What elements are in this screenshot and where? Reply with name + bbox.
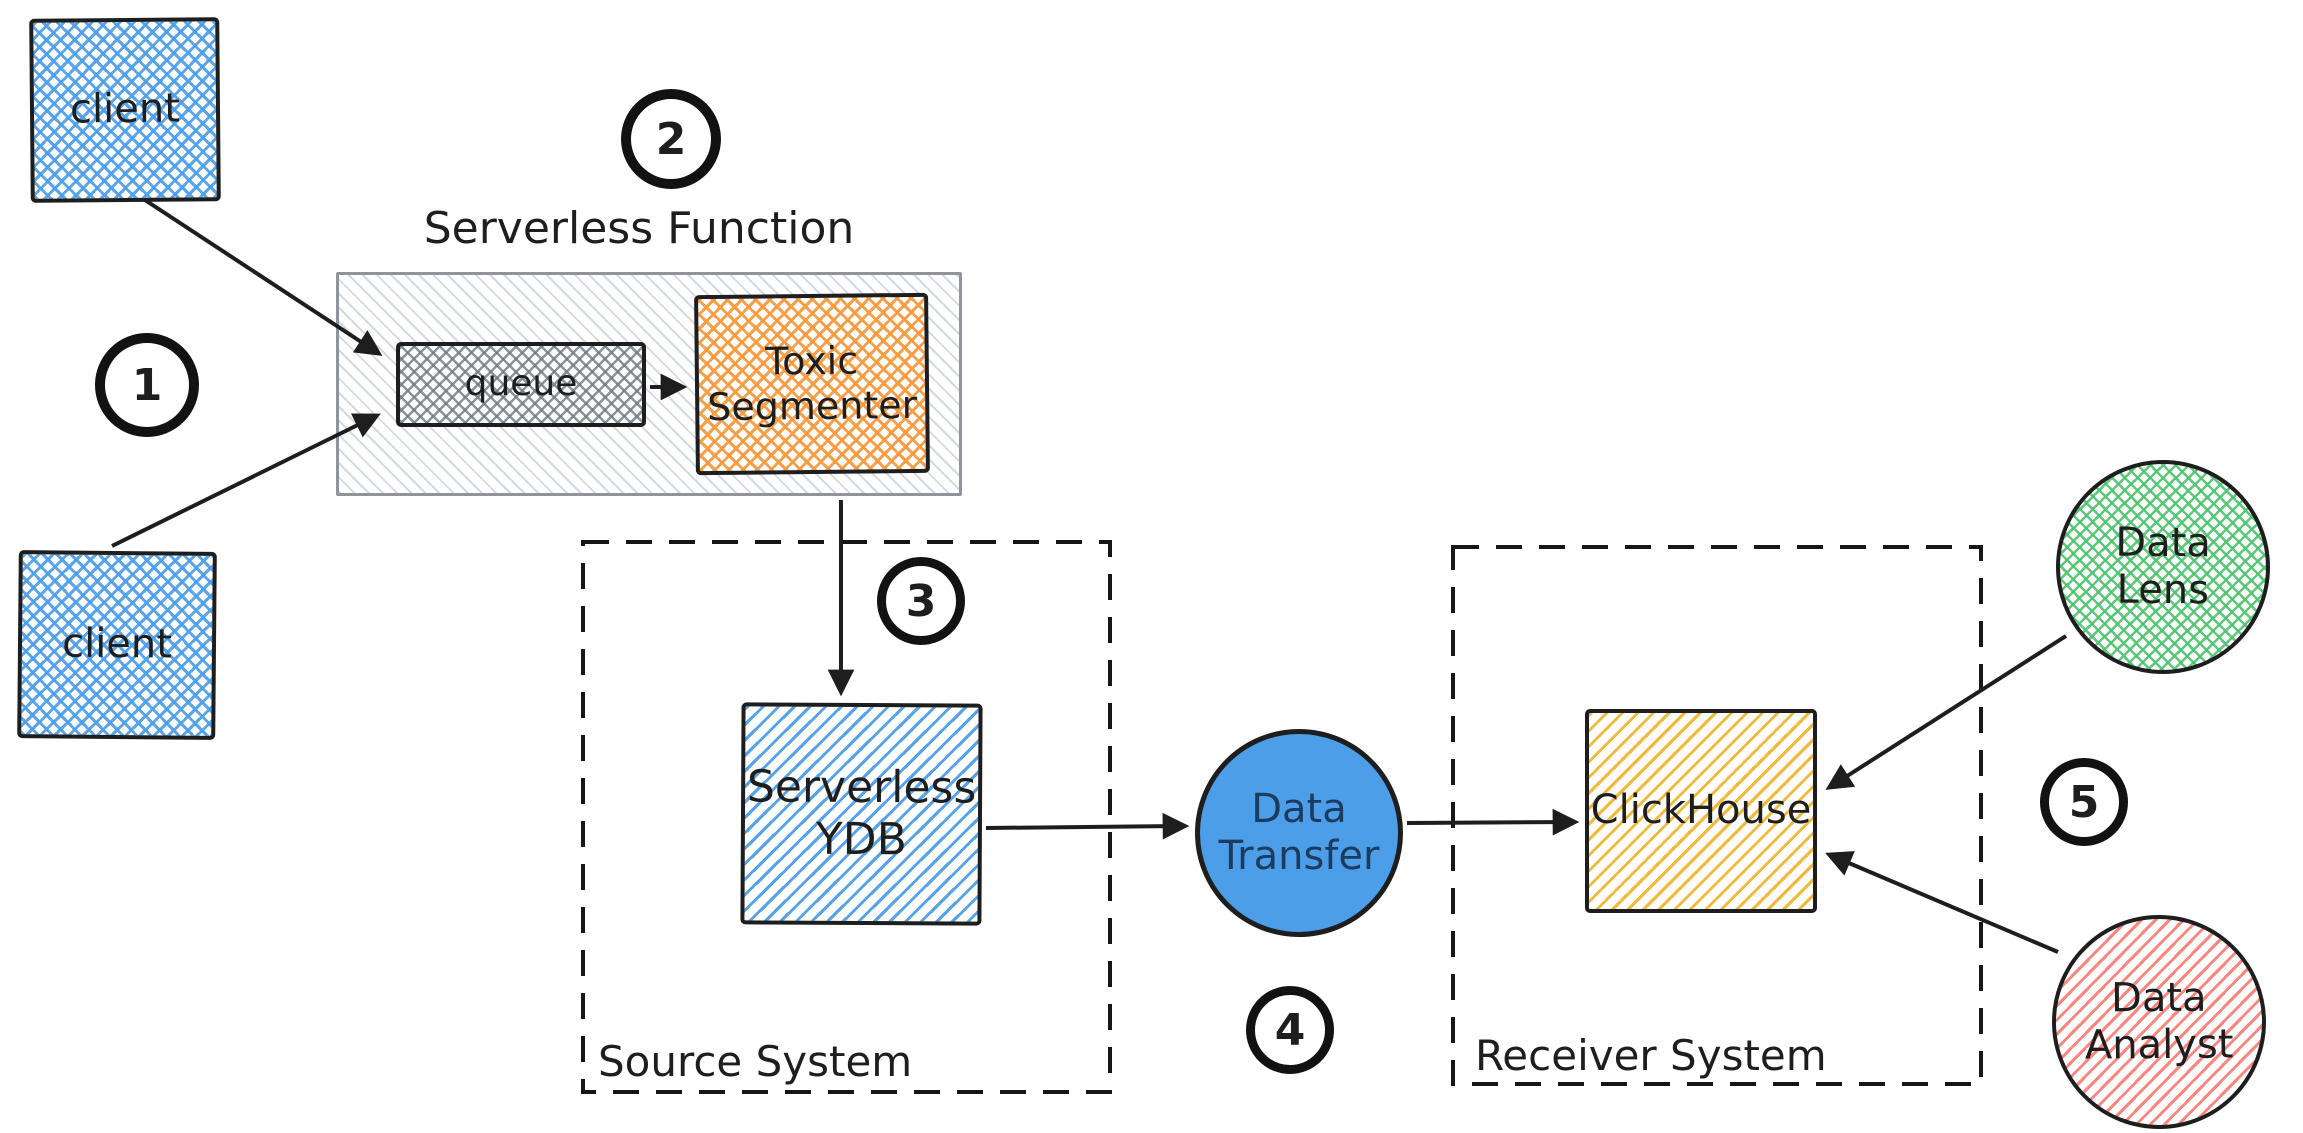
step-badge-3-number: 3 [905,575,937,627]
step-badge-2-number: 2 [655,113,687,165]
client-node-top: client [29,17,221,203]
queue-node-label: queue [464,363,578,405]
serverless-function-title: Serverless Function [423,203,855,254]
client-node-bottom-label: client [61,620,173,668]
step-badge-2: 2 [621,89,721,189]
step-badge-5: 5 [2040,758,2128,846]
step-badge-4-number: 4 [1274,1004,1306,1056]
toxic-segmenter-node: Toxic Segmenter [694,292,930,476]
step-badge-1: 1 [95,333,199,437]
toxic-segmenter-label: Toxic Segmenter [706,338,918,430]
step-badge-3: 3 [877,557,965,645]
source-system-title: Source System [598,1037,913,1086]
data-transfer-node: Data Transfer [1195,729,1403,937]
data-lens-label: Data Lens [2115,519,2212,614]
data-lens-node: Data Lens [2055,459,2271,675]
arrow-datalens-to-clickhouse [1825,634,2068,790]
step-badge-1-number: 1 [131,359,163,411]
clickhouse-node: ClickHouse [1585,709,1817,913]
data-transfer-label: Data Transfer [1218,785,1380,879]
receiver-system-title: Receiver System [1475,1031,1827,1080]
step-badge-4: 4 [1246,986,1334,1074]
data-analyst-label: Data Analyst [2084,974,2234,1069]
client-node-top-label: client [69,85,181,133]
arrow-dataanalyst-to-clickhouse [1825,851,2059,954]
serverless-ydb-label: Serverless YDB [746,761,977,866]
arrow-ydb-to-transfer [985,812,1190,840]
client-node-bottom: client [17,550,217,740]
serverless-ydb-node: Serverless YDB [740,702,983,926]
data-analyst-node: Data Analyst [2051,914,2267,1130]
queue-node: queue [396,342,646,427]
clickhouse-label: ClickHouse [1590,787,1812,834]
step-badge-5-number: 5 [2068,776,2100,828]
arrow-transfer-to-clickhouse [1406,808,1580,836]
